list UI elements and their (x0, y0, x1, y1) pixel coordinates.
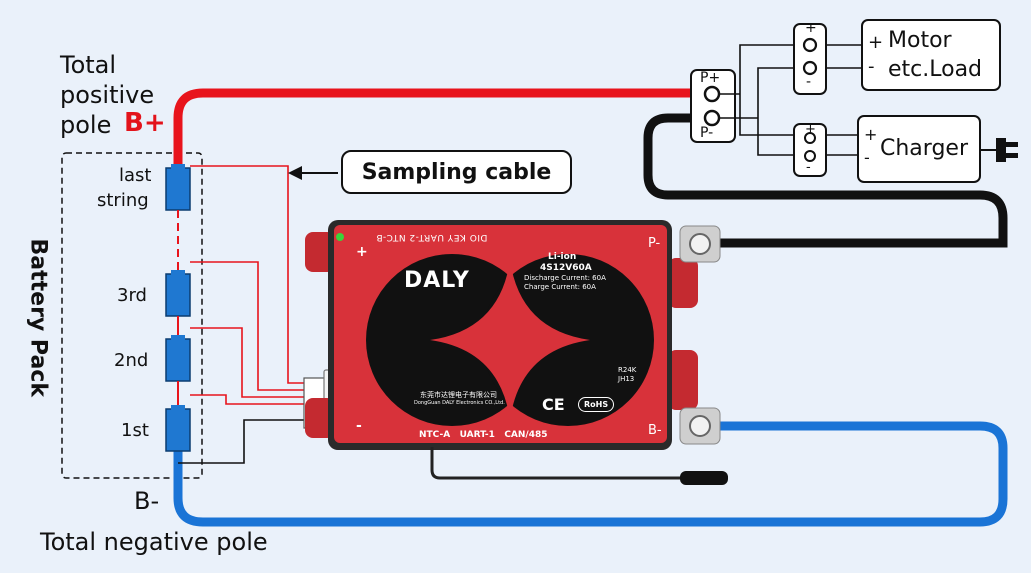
output-terminal-box (690, 69, 736, 143)
load-wiring (719, 44, 862, 156)
cell-3rd-label: 3rd (117, 285, 147, 306)
arrow-head-icon (288, 166, 302, 180)
cell-last (165, 164, 191, 211)
charger-label: Charger (880, 136, 968, 161)
motor-plus-sign: + (868, 32, 884, 53)
bms-brand: DALY (404, 268, 470, 293)
bms-code1: R24K (618, 366, 637, 374)
bms-code2: JH13 (618, 375, 635, 383)
ntc-probe-cable (430, 447, 680, 480)
sampling-wires (190, 165, 305, 405)
bms-b-minus-label: B- (648, 423, 662, 438)
plug-icon (980, 138, 1018, 162)
p-minus-wire (643, 113, 1008, 248)
charger-minus-label: - (806, 160, 811, 175)
bms-maker-en: DongGuan DALY Electronics CO.,Ltd. (414, 400, 505, 406)
p-plus-label: P+ (700, 70, 721, 86)
bms-model: 4S12V60A (540, 263, 592, 273)
ntc-probe (680, 471, 728, 485)
battery-pack-frame (61, 152, 203, 479)
b-minus-label: B- (134, 487, 160, 515)
motor-terminal-box (793, 23, 827, 95)
last-string-label-line1: last (119, 165, 152, 186)
bms-plus-sign: + (356, 244, 368, 260)
p-minus-bolt (679, 225, 721, 263)
charger-minus-sign: - (864, 148, 870, 167)
motor-plus-label: + (805, 20, 817, 36)
ce-mark-icon: CE (542, 395, 565, 414)
motor-label: Motor (888, 28, 952, 53)
motor-load-box (861, 19, 1001, 91)
charger-plus-label: + (805, 122, 816, 137)
bms-top-ports: DIO KEY UART-2 NTC-B (376, 232, 488, 242)
cell-3rd (165, 270, 191, 317)
motor-minus-label: - (806, 74, 812, 90)
negative-wire (173, 421, 1008, 527)
bms-chemistry: Li-ion (548, 252, 577, 262)
positive-wire (173, 88, 708, 168)
b-minus-bolt (679, 407, 721, 445)
motor-minus-sign: - (868, 56, 875, 77)
battery-pack-label: Battery Pack (25, 238, 51, 397)
cell-2nd-label: 2nd (114, 350, 149, 371)
cell-1st (165, 405, 191, 452)
cell-2nd (165, 335, 191, 382)
rohs-mark-icon: RoHS (578, 397, 615, 412)
bms-maker-cn: 东莞市达锂电子有限公司 (420, 391, 497, 399)
total-negative-label: Total negative pole (40, 528, 268, 556)
total-positive-label-line3: pole (60, 111, 112, 139)
p-minus-terminal-icon (703, 109, 721, 127)
cell-1st-label: 1st (121, 420, 149, 441)
load-label: etc.Load (888, 57, 983, 82)
sampling-cable-label: Sampling cable (341, 150, 572, 194)
bms-minus-sign: - (356, 418, 362, 434)
p-minus-label: P- (700, 125, 714, 141)
p-plus-terminal-icon (703, 85, 721, 103)
sampling-wire-b-minus (178, 419, 305, 464)
last-string-label-line2: string (97, 190, 149, 211)
bms-charge-rating: Charge Current: 60A (524, 283, 596, 291)
bms-bottom-ports: NTC-A UART-1 CAN/485 (419, 430, 548, 440)
b-plus-label: B+ (124, 108, 166, 138)
total-positive-label-line2: positive (60, 81, 155, 109)
total-positive-label-line1: Total (60, 51, 117, 79)
bms-discharge-rating: Discharge Current: 60A (524, 274, 606, 282)
bms-board (305, 220, 698, 450)
charger-plus-sign: + (864, 125, 878, 144)
bms-p-minus-label: P- (648, 236, 661, 251)
